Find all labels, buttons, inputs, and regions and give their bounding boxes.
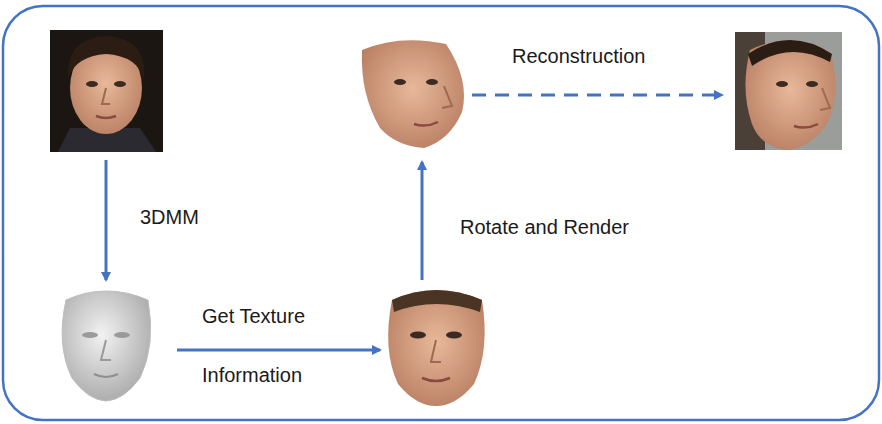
step-label: Reconstruction xyxy=(512,45,645,68)
mesh-face xyxy=(62,291,151,401)
step-label: Information xyxy=(202,364,302,387)
texture-face xyxy=(388,290,485,406)
output-photo xyxy=(735,32,842,150)
step-label: Rotate and Render xyxy=(460,216,629,239)
arrow xyxy=(177,349,380,352)
step-label: 3DMM xyxy=(140,206,199,229)
input-photo xyxy=(50,30,163,152)
arrow xyxy=(105,160,108,280)
dashed-arrow xyxy=(472,94,722,97)
frame xyxy=(3,6,879,420)
step-label: Get Texture xyxy=(202,305,305,328)
rotated-face xyxy=(362,40,464,148)
arrow xyxy=(421,162,424,280)
